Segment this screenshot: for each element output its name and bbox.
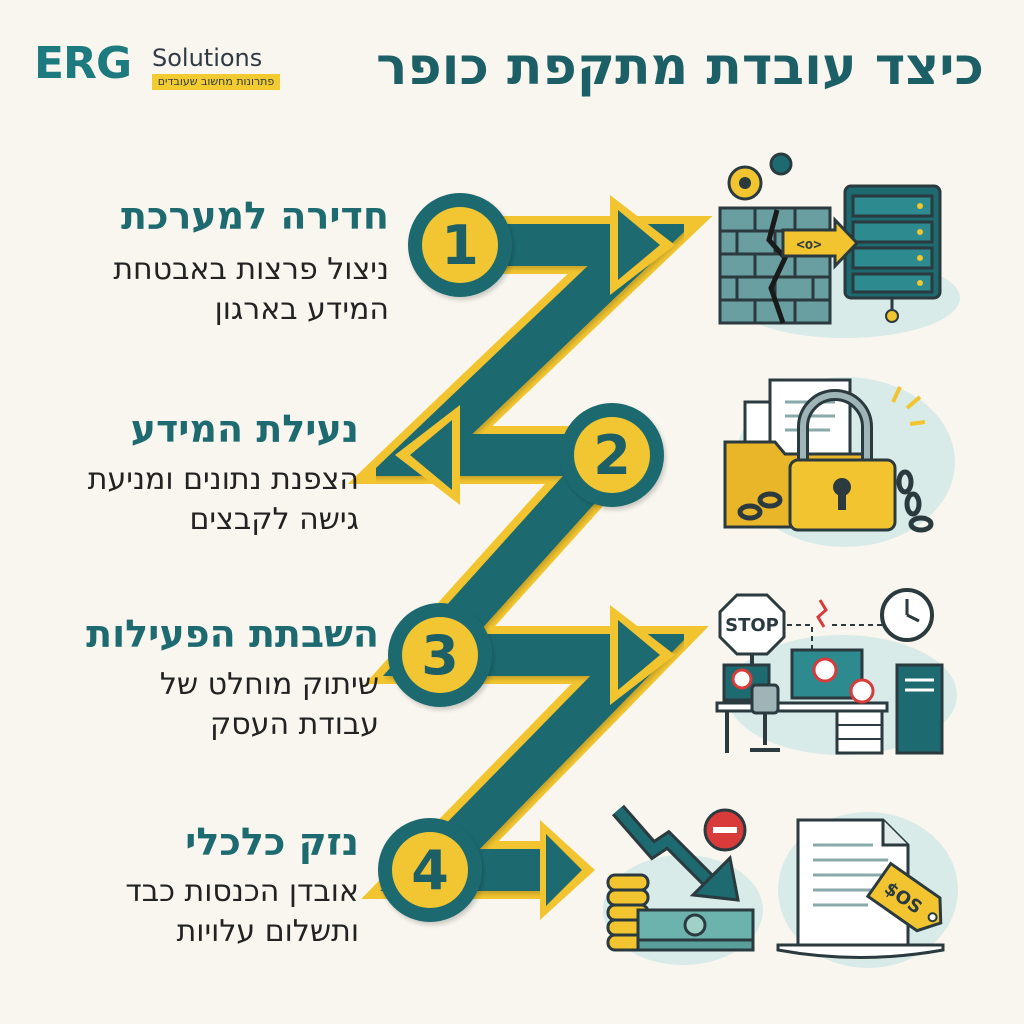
firewall-breach-server-icon: <o>: [718, 152, 960, 338]
step-number-3: 3: [421, 624, 459, 687]
logo-brand-suffix: Solutions: [152, 44, 263, 72]
stopped-office-icon: STOP: [715, 588, 957, 755]
step-4-description: אובדן הכנסות כבד ותשלום עלויות: [125, 874, 359, 949]
arrowhead-2: [395, 405, 460, 505]
step-number-circle-2: 2: [560, 403, 664, 507]
step-3-description: שיתוק מוחלט של עבודת העסק: [159, 667, 379, 742]
step-2-title: נעילת המידע: [130, 407, 359, 451]
locked-folder-icon: [723, 377, 955, 547]
logo-brand: ERG: [34, 38, 132, 89]
step-number-2: 2: [593, 424, 631, 487]
step-3-title: השבתת הפעילות: [86, 612, 379, 656]
logo-tagline: פתרונות מחשוב שעובדים: [152, 74, 280, 90]
arrowhead-1: [610, 195, 675, 295]
logo: ERG Solutions פתרונות מחשוב שעובדים: [30, 30, 290, 100]
step-number-4: 4: [411, 839, 449, 902]
step-number-1: 1: [441, 214, 479, 277]
step-2-description: הצפנת נתונים ומניעת גישה לקבצים: [87, 462, 359, 537]
page-title: כיצד עובדת מתקפת כופר: [376, 37, 984, 97]
step-number-circle-1: 1: [408, 193, 512, 297]
arrowhead-4: [540, 820, 595, 920]
step-number-circle-4: 4: [378, 818, 482, 922]
step-1-description: ניצול פרצות באבטחת המידע בארגון: [113, 252, 389, 327]
step-1-title: חדירה למערכת: [120, 194, 389, 238]
code-tag-label: <o>: [796, 237, 821, 253]
step-4-title: נזק כלכלי: [185, 820, 359, 864]
step-number-circle-3: 3: [388, 603, 492, 707]
stop-sign-label: STOP: [725, 615, 779, 636]
financial-loss-icon: $OS: [603, 804, 958, 968]
arrowhead-3: [610, 605, 675, 705]
